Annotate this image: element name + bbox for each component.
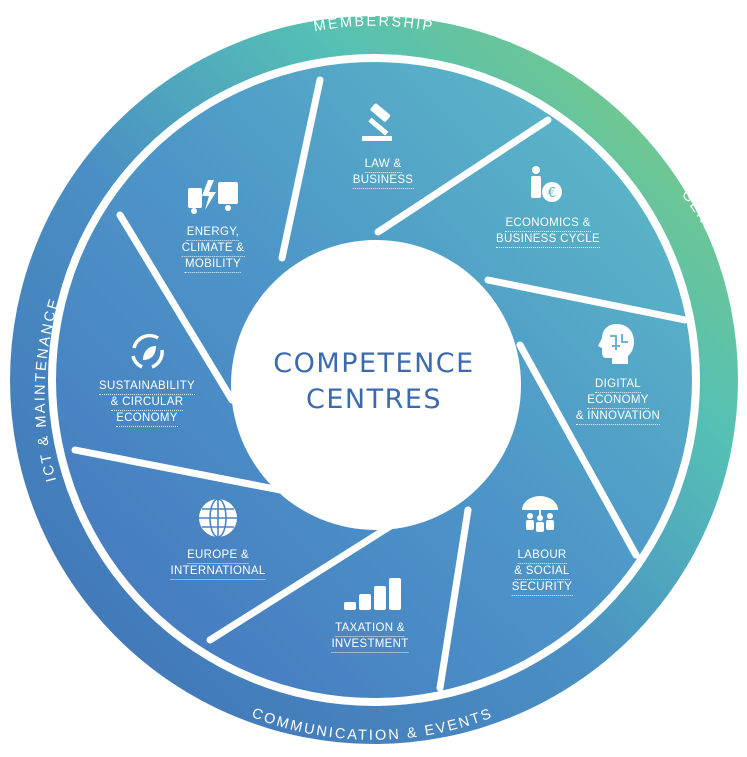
- segment-label-line: LABOUR: [517, 548, 567, 564]
- divider-line: [206, 516, 404, 644]
- segment-label-line: BUSINESS: [352, 173, 414, 189]
- person-euro-icon: €: [531, 166, 562, 202]
- divider-line: [516, 341, 640, 559]
- segment-label-line: & INNOVATION: [575, 409, 661, 425]
- segment-label-line: BUSINESS CYCLE: [496, 232, 600, 248]
- umbrella-people-icon: [522, 496, 558, 532]
- ring-label-membership: MEMBERSHIP: [313, 14, 436, 36]
- divider-line: [71, 446, 284, 494]
- segment-label-line: ECONOMICS &: [505, 216, 591, 232]
- segment-law-business[interactable]: LAW & BUSINESS: [352, 157, 414, 189]
- center-title-line-1: COMPETENCE: [273, 348, 475, 379]
- segment-label-line: INVESTMENT: [331, 637, 409, 653]
- segment-label-line: & SOCIAL: [514, 564, 570, 580]
- center-title: COMPETENCE CENTRES: [273, 346, 474, 418]
- segment-label-line: TAXATION &: [335, 621, 405, 637]
- segment-taxation-investment[interactable]: TAXATION & INVESTMENT: [331, 621, 409, 653]
- divider-line: [374, 116, 552, 236]
- coin-stacks-icon: [344, 578, 401, 610]
- divider-line: [484, 276, 689, 324]
- segment-label-line: & CIRCULAR: [110, 395, 184, 411]
- segment-digital-economy-innovation[interactable]: DIGITAL ECONOMY & INNOVATION: [575, 377, 661, 425]
- segment-label-line: LAW &: [364, 157, 402, 173]
- segment-label-line: INTERNATIONAL: [170, 564, 266, 580]
- segment-label-line: MOBILITY: [184, 257, 242, 273]
- segment-label-line: ECONOMY: [116, 411, 178, 427]
- recycle-leaf-icon: [131, 333, 164, 369]
- segment-economics-business-cycle[interactable]: ECONOMICS & BUSINESS CYCLE: [496, 216, 600, 248]
- segment-labour-social-security[interactable]: LABOUR & SOCIAL SECURITY: [511, 548, 573, 596]
- segment-label-line: ECONOMY: [587, 393, 649, 409]
- segment-label-line: EUROPE &: [187, 548, 249, 564]
- segment-dividers: [71, 76, 689, 692]
- segment-sustainability-circular-economy[interactable]: SUSTAINABILITY & CIRCULAR ECONOMY: [98, 379, 196, 427]
- segment-energy-climate-mobility[interactable]: ENERGY, CLIMATE & MOBILITY: [181, 225, 245, 273]
- center-hub: [231, 240, 521, 530]
- gavel-icon: [362, 103, 392, 141]
- segment-europe-international[interactable]: EUROPE & INTERNATIONAL: [170, 548, 266, 580]
- segment-label-line: SUSTAINABILITY: [98, 379, 196, 395]
- segment-label-line: ENERGY,: [186, 225, 240, 241]
- svg-text:€: €: [548, 186, 556, 201]
- segment-label-line: SECURITY: [511, 580, 573, 596]
- divider-line: [116, 211, 236, 404]
- segment-label-line: DIGITAL: [595, 377, 641, 393]
- globe-icon: [199, 498, 237, 538]
- divider-line: [436, 506, 472, 692]
- truck-energy-icon: [188, 180, 238, 214]
- center-title-line-2: CENTRES: [305, 384, 443, 415]
- segment-label-line: CLIMATE &: [181, 241, 245, 257]
- brain-circuit-icon: [598, 324, 634, 364]
- divider-line: [278, 76, 324, 262]
